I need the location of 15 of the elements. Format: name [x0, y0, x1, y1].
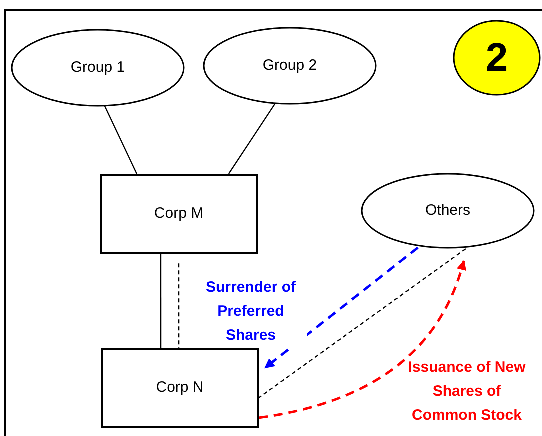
node-label: Group 1: [70, 58, 126, 78]
node-label: Corp M: [154, 204, 204, 224]
arrow: [264, 246, 419, 369]
process-box: [101, 348, 259, 428]
connector-line: [104, 106, 138, 174]
process-box: [100, 174, 258, 254]
connector-line: [178, 264, 180, 348]
connector-line: [160, 254, 162, 348]
node-label: Group 2: [262, 56, 318, 76]
connector-line: [258, 248, 466, 398]
node-label: Others: [425, 200, 470, 221]
node-label: Corp N: [156, 378, 204, 398]
connector-line: [228, 104, 276, 174]
node-label: 2: [486, 38, 508, 78]
arrow: [258, 260, 466, 420]
